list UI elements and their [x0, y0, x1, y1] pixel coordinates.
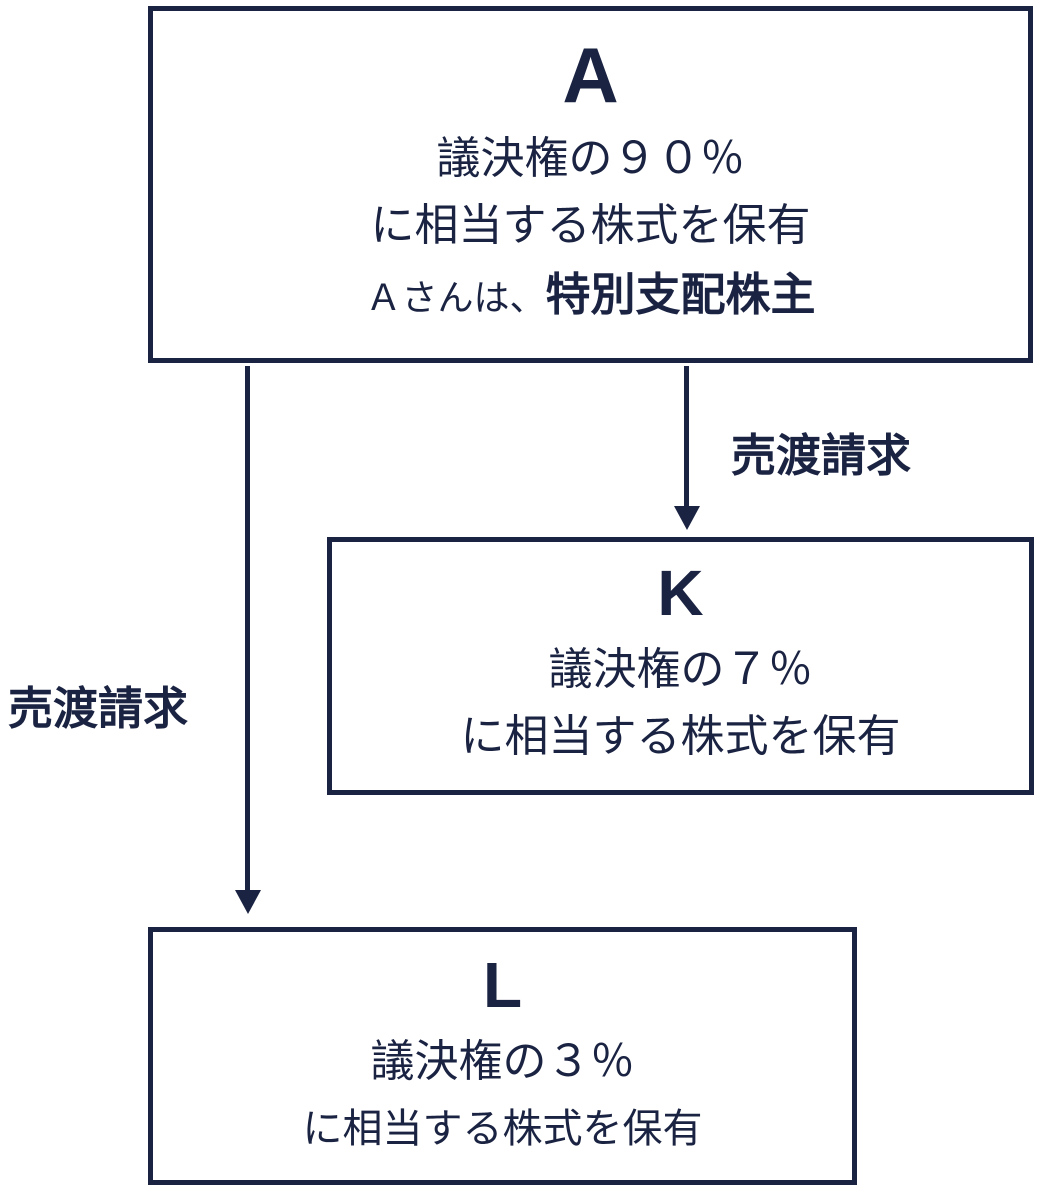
node-shareholder-l: L 議決権の３％ に相当する株式を保有 — [148, 927, 857, 1185]
arrow-a-to-k-line — [684, 366, 689, 508]
node-a-voting-rights: 議決権の９０％ — [436, 134, 745, 183]
node-l-voting-rights: 議決権の３％ — [370, 1037, 635, 1086]
node-a-status-bold: 特別支配株主 — [545, 269, 816, 320]
node-a-shares-held: に相当する株式を保有 — [370, 201, 811, 250]
node-a-status-prefix: Ａさんは、 — [365, 277, 546, 318]
node-shareholder-a: A 議決権の９０％ に相当する株式を保有 Ａさんは、特別支配株主 — [148, 6, 1033, 363]
node-k-title: K — [657, 557, 704, 629]
node-a-status-line: Ａさんは、特別支配株主 — [365, 259, 815, 334]
arrow-a-to-k-label: 売渡請求 — [731, 430, 912, 481]
node-a-title: A — [562, 31, 619, 119]
arrow-a-to-l-line — [245, 366, 250, 892]
node-l-shares-held: に相当する株式を保有 — [302, 1107, 703, 1151]
node-k-voting-rights: 議決権の７％ — [548, 645, 813, 694]
arrow-a-to-l-label: 売渡請求 — [8, 683, 189, 734]
node-l-title: L — [482, 949, 523, 1021]
node-k-shares-held: に相当する株式を保有 — [460, 712, 901, 761]
arrow-a-to-k-arrowhead-icon — [674, 506, 700, 530]
arrow-a-to-l-arrowhead-icon — [235, 890, 261, 914]
node-shareholder-k: K 議決権の７％ に相当する株式を保有 — [327, 537, 1034, 795]
